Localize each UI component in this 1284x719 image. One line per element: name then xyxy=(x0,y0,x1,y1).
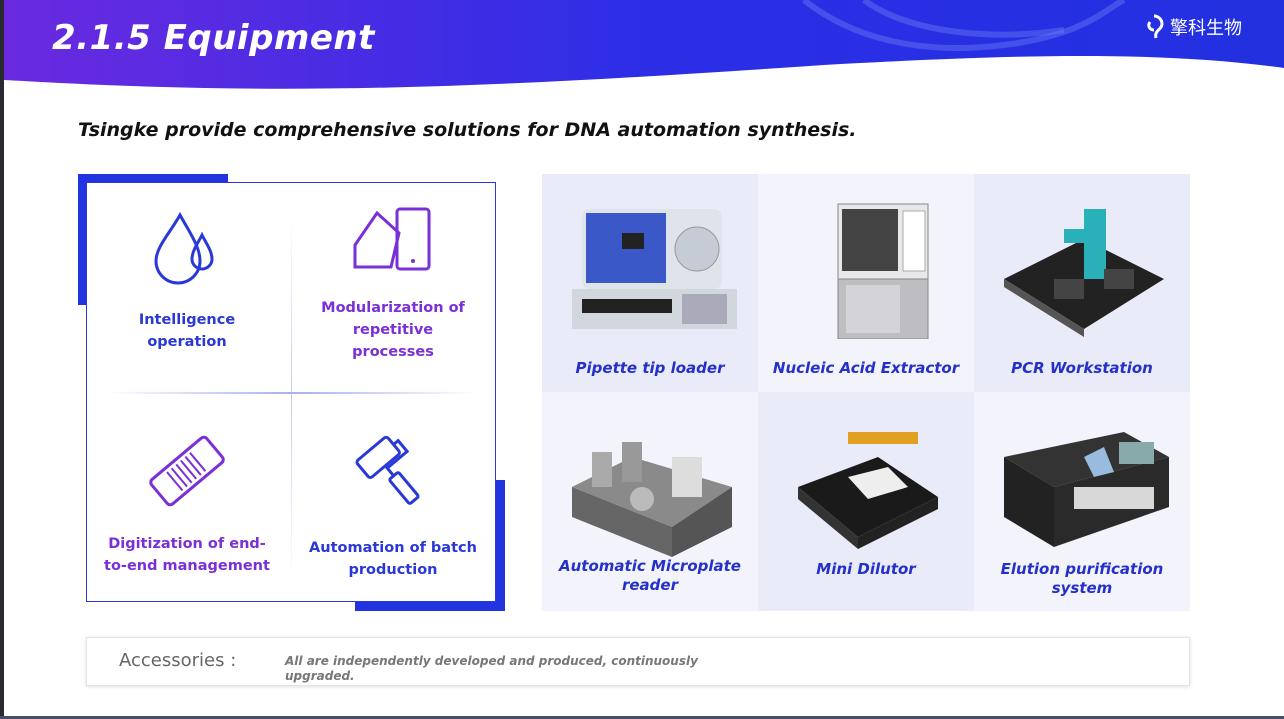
window-edge xyxy=(0,0,4,719)
feature-label: Intelligence operation xyxy=(138,312,236,350)
product-label: Automatic Microplate reader xyxy=(559,557,741,594)
product-pcr-workstation: PCR Workstation xyxy=(974,174,1190,392)
header-banner: 2.1.5 Equipment 擎科生物 xyxy=(4,0,1284,95)
product-label: Elution purification system xyxy=(1000,560,1164,597)
divider xyxy=(107,392,477,394)
accessories-box: Accessories : All are independently deve… xyxy=(86,637,1190,686)
product-pipette-tip-loader: Pipette tip loader xyxy=(542,174,758,392)
feature-modularization: Modularization of repetitive processes xyxy=(293,205,493,363)
feature-intelligence: Intelligence operation xyxy=(87,211,287,353)
feature-automation: Automation of batch production xyxy=(293,435,493,581)
roller-icon xyxy=(355,435,420,505)
pipette-tip-loader-image xyxy=(572,209,737,329)
feature-label: Modularization of repetitive processes xyxy=(321,300,465,360)
chip-icon xyxy=(149,435,225,507)
window-edge xyxy=(0,716,1284,719)
water-drops-icon xyxy=(154,211,214,285)
product-elution-purification-system: Elution purification system xyxy=(974,392,1190,611)
elution-purification-system-image xyxy=(1004,432,1169,547)
accessories-description: All are independently developed and prod… xyxy=(285,654,698,683)
logo-text: 擎科生物 xyxy=(1170,18,1242,39)
subtitle: Tsingke provide comprehensive solutions … xyxy=(78,119,857,141)
product-label: Nucleic Acid Extractor xyxy=(772,359,960,377)
product-label: Mini Dilutor xyxy=(816,560,916,578)
mini-dilutor-image xyxy=(798,432,938,549)
product-label: Pipette tip loader xyxy=(575,359,725,377)
product-label: PCR Workstation xyxy=(1011,359,1153,377)
features-panel: Intelligence operation Modularization of… xyxy=(86,182,496,602)
logo-icon xyxy=(1147,14,1164,39)
divider xyxy=(291,213,292,583)
page-title: 2.1.5 Equipment xyxy=(52,18,375,58)
pcr-workstation-image xyxy=(1004,209,1164,337)
products-grid: Pipette tip loader Nucleic Acid Extracto… xyxy=(542,174,1190,611)
modules-icon xyxy=(353,207,431,271)
feature-digitization: Digitization of end-to-end management xyxy=(87,431,287,577)
product-nucleic-acid-extractor: Nucleic Acid Extractor xyxy=(758,174,974,392)
feature-label: Automation of batch production xyxy=(309,540,477,578)
product-mini-dilutor: Mini Dilutor xyxy=(758,392,974,611)
nucleic-acid-extractor-image xyxy=(837,203,929,339)
automatic-microplate-reader-image xyxy=(572,442,732,557)
feature-label: Digitization of end-to-end management xyxy=(104,536,270,574)
product-automatic-microplate-reader: Automatic Microplate reader xyxy=(542,392,758,611)
accessories-label: Accessories : xyxy=(119,650,237,671)
company-logo: 擎科生物 xyxy=(1144,14,1242,40)
